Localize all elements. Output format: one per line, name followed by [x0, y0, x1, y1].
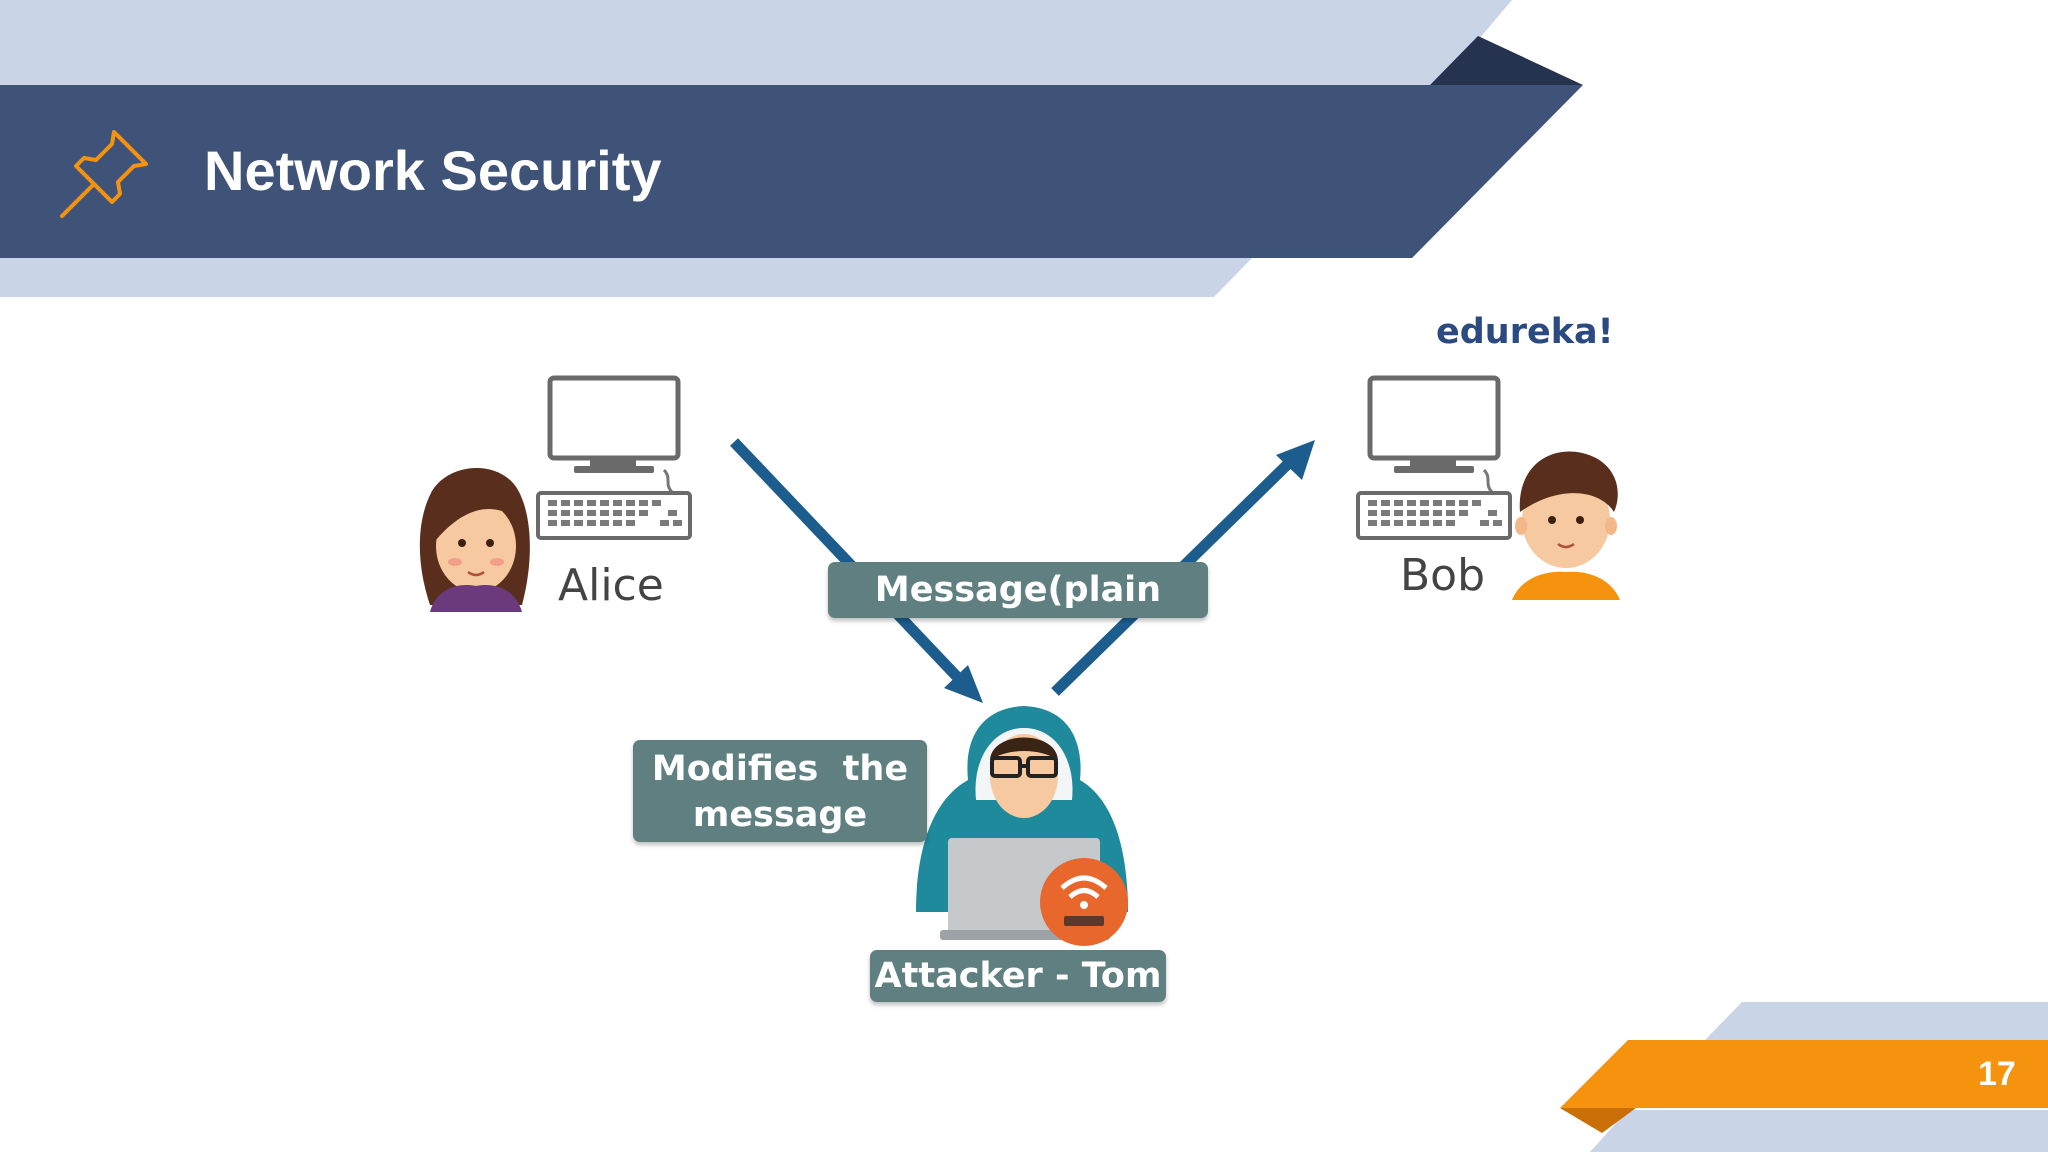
receiver-name-label: Bob	[1400, 550, 1486, 601]
edureka-logo: edureka!	[1436, 312, 1614, 352]
footer-light-band-top	[1705, 1002, 2048, 1040]
message-label: Message(plain text)	[874, 570, 1162, 666]
header-light-band-top	[0, 0, 1512, 85]
message-label-box: Message(plain text)	[828, 562, 1208, 666]
bob-avatar	[1512, 451, 1620, 600]
attacker-label-box: Attacker - Tom	[870, 950, 1166, 1002]
alice-avatar	[419, 468, 530, 612]
header-light-band-bottom	[0, 258, 1252, 297]
header-band	[0, 85, 1583, 258]
wifi-router-icon	[1040, 858, 1128, 946]
sender-name-label: Alice	[558, 560, 664, 611]
slide-title: Network Security	[204, 139, 662, 202]
page-number: 17	[1978, 1055, 2016, 1093]
bob-keyboard-icon	[1356, 491, 1512, 540]
alice-computer-icon	[547, 375, 681, 494]
header-dark-accent	[1430, 36, 1583, 85]
bob-computer-icon	[1367, 375, 1501, 494]
attacker-action-line2: message	[692, 795, 868, 835]
attacker-action-line1: Modifies the	[651, 749, 909, 789]
footer-light-band-bottom	[1590, 1110, 2048, 1152]
footer-orange-shadow	[1560, 1108, 1636, 1133]
attacker-label: Attacker - Tom	[874, 956, 1162, 996]
pushpin-icon	[56, 126, 152, 227]
footer-orange-band	[1560, 1040, 2048, 1108]
alice-keyboard-icon	[536, 491, 692, 540]
attacker-action-box: Modifies the message	[633, 740, 927, 842]
